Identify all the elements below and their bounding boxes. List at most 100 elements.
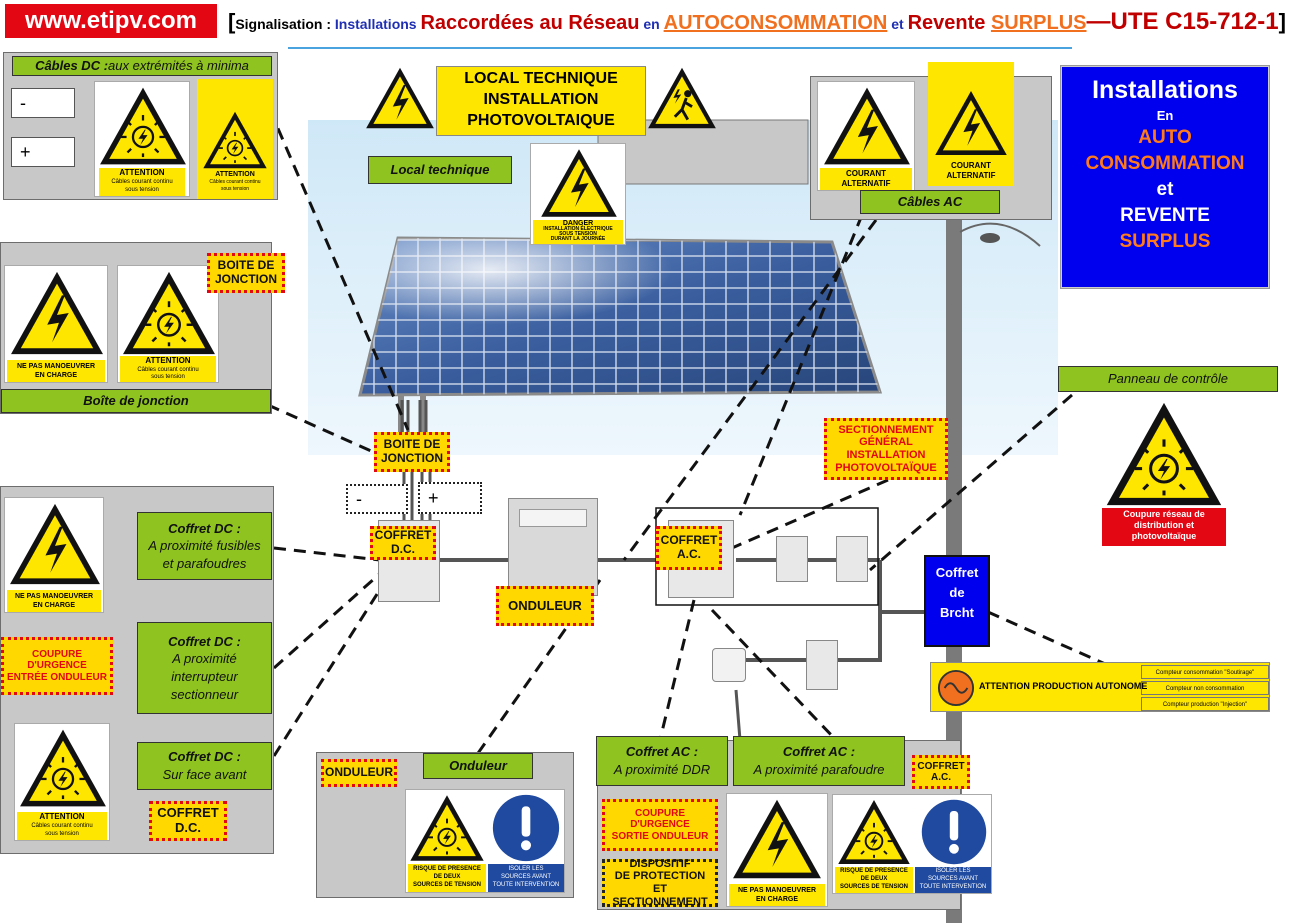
label-text: A proximité DDR (613, 762, 711, 777)
onduleur-label: Onduleur (423, 753, 533, 779)
onduleur-display (519, 509, 587, 527)
sun-bolt-warning-icon (837, 799, 911, 865)
title-part: en (639, 16, 664, 32)
sign-text-plate: NE PAS MANOEUVRER EN CHARGE (7, 590, 101, 612)
tag-text: COUPURE (634, 807, 685, 819)
sign-text: SOURCES DE TENSION (412, 882, 481, 888)
sign-text: INSTALLATION (483, 91, 599, 108)
electric-bolt-warning-icon (824, 87, 910, 165)
sign-text: PHOTOVOLTAIQUE (467, 112, 615, 129)
sign-courant-alternatif: COURANT ALTERNATIF (817, 81, 915, 191)
sign-text: ATTENTION (215, 171, 255, 178)
tag-text: SECTIONNEMENT (838, 423, 934, 436)
boite-jonction-label: Boîte de jonction (1, 389, 271, 413)
label-text: interrupteur (171, 669, 238, 684)
title-standard: —UTE C15-712-1 (1086, 8, 1279, 35)
solar-panel-glare (360, 238, 880, 395)
info-text: SURPLUS (1119, 231, 1211, 252)
compteur-label: Compteur non consommation (1141, 681, 1269, 695)
label-title: Coffret DC : (168, 749, 241, 765)
sign-local-technique: LOCAL TECHNIQUE INSTALLATION PHOTOVOLTAI… (436, 66, 646, 136)
panel-mount-right (420, 388, 426, 448)
title-part: Signalisation : (235, 16, 335, 32)
sign-text: DURANT LA JOURNÉE (550, 236, 606, 242)
tag-text: JONCTION (214, 272, 277, 286)
sign-text: photovoltaïque (1131, 531, 1197, 541)
sun-bolt-warning-icon (1105, 401, 1223, 507)
label-title: Coffret AC : (782, 744, 856, 760)
label-text: A proximité parafoudre (753, 762, 885, 777)
label-text: sectionneur (170, 686, 239, 702)
sign-text-plate: DANGER INSTALLATION ÉLECTRIQUE SOUS TENS… (533, 220, 623, 244)
sign-text-plate: ATTENTION Câbles courant continu sous te… (120, 356, 216, 382)
sign-text: EN CHARGE (755, 896, 798, 903)
sign-text: INSTALLATION ÉLECTRIQUE (543, 226, 613, 232)
compteur-non-consommation (806, 640, 838, 690)
local-technique-label: Local technique (368, 156, 512, 184)
sign-attention-cables-cc: ATTENTION Câbles courant continu sous te… (117, 265, 219, 383)
electrocution-warning-icon (646, 66, 718, 130)
tag-text: SORTIE ONDULEUR (611, 830, 709, 842)
sign-text: sous tension (125, 187, 159, 193)
mandatory-exclamation-icon (921, 799, 987, 865)
compteur-consommation (836, 536, 868, 582)
sign-text: SOURCES AVANT (927, 876, 979, 882)
sign-text: COURANT (951, 161, 991, 170)
title-part: Raccordées au Réseau (420, 12, 640, 34)
sign-text: SOUS TENSION (559, 231, 597, 237)
sign-coupure-reseau: Coupure réseau de distribution et photov… (1100, 398, 1230, 548)
sign-text: ATTENTION (119, 168, 165, 177)
label-text: A proximité fusibles (148, 538, 261, 554)
tag-text: JONCTION (380, 451, 443, 465)
compteur-label: Compteur production "Injection" (1141, 697, 1269, 711)
sign-local-person (646, 64, 718, 136)
tag-text: D'URGENCE (630, 819, 690, 831)
sign-text-plate: RISQUE DE PRESENCE DE DEUX SOURCES DE TE… (408, 864, 486, 892)
sign-text: EN CHARGE (34, 372, 77, 379)
tag-onduleur: ONDULEUR (321, 759, 397, 787)
tag-text: DISPOSITIF (629, 857, 691, 870)
installation-type-box: Installations En AUTO CONSOMMATION et RE… (1060, 65, 1270, 289)
tag-text: D.C. (174, 820, 201, 835)
tag-text: ENTRÉE ONDULEUR (6, 671, 107, 683)
compteur-production (776, 536, 808, 582)
sign-text: NE PAS MANOEUVRER (16, 363, 96, 370)
sign-hanging-courant-alternatif: COURANT ALTERNATIF (928, 62, 1014, 186)
sign-danger: DANGER INSTALLATION ÉLECTRIQUE SOUS TENS… (530, 143, 626, 245)
sign-text-plate: ATTENTION Câbles courant continu sous te… (99, 168, 185, 196)
onduleur-panel: ONDULEUR Onduleur RISQUE DE PRESENCE DE … (316, 752, 574, 898)
sign-text: ALTERNATIF (841, 179, 891, 188)
title-part: Installations (334, 16, 421, 32)
sign-text: Câbles courant continu (111, 179, 173, 185)
info-text: REVENTE (1120, 205, 1210, 226)
coffret-brcht-text: de (949, 585, 965, 600)
electric-bolt-warning-icon (541, 149, 617, 217)
sign-ne-pas-manoeuvrer: NE PAS MANOEUVRER EN CHARGE (4, 265, 108, 383)
socket-outlet (712, 648, 746, 682)
sign-local-bolt (364, 64, 436, 136)
title-part: AUTOCONSOMMATION (663, 12, 888, 34)
coffret-brcht-text: Brcht (940, 605, 974, 620)
cables-dc-panel: Câbles DC : aux extrémités à minima - + … (3, 52, 278, 200)
label-text: et parafoudres (162, 555, 247, 571)
sign-attention-cables-cc: ATTENTION Câbles courant continu sous te… (94, 81, 190, 197)
leader-lines (267, 109, 1131, 757)
tag-text: D.C. (390, 542, 415, 556)
sign-text: sous tension (45, 831, 79, 837)
generator-icon (937, 669, 975, 707)
overhead-line (959, 222, 1041, 247)
tag-text: ET SECTIONNEMENT (612, 883, 708, 908)
tag-text: D'URGENCE (27, 660, 87, 672)
site-banner[interactable]: www.etipv.com (5, 4, 217, 38)
tag-text: PHOTOVOLTAÏQUE (835, 461, 937, 474)
tag-text: INSTALLATION (846, 449, 926, 461)
tag-text: BOITE DE (217, 258, 275, 273)
sign-attention-cables-cc: ATTENTION Câbles courant continu sous te… (14, 723, 110, 841)
sign-text: Câbles courant continu (209, 179, 261, 185)
